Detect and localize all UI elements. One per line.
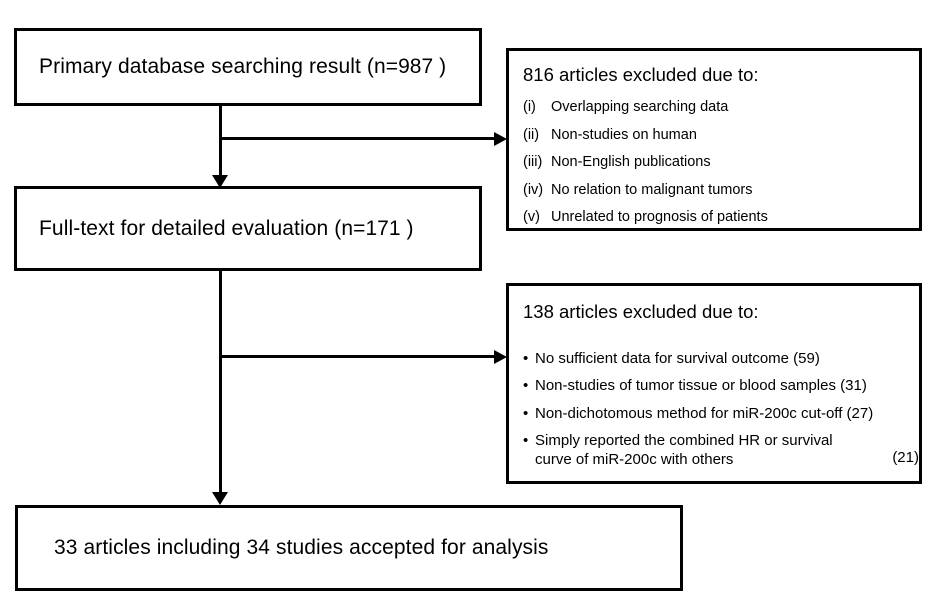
list-marker: (iv) [523, 181, 544, 198]
exclusion-first-inner: 816 articles excluded due to: (i) Overla… [509, 51, 919, 228]
bullet-icon: • [523, 404, 529, 422]
list-item: (iv) No relation to malignant tumors [523, 181, 919, 200]
arrow-down-icon-to-fulltext [212, 175, 228, 188]
list-text-line-1: Simply reported the combined HR or survi… [535, 431, 833, 449]
list-text: Unrelated to prognosis of patients [551, 209, 768, 226]
exclusion-first-list: (i) Overlapping searching data (ii) Non-… [523, 98, 919, 227]
exclusion-first-title: 816 articles excluded due to: [523, 64, 759, 85]
list-item: (i) Overlapping searching data [523, 98, 919, 117]
list-marker: (ii) [523, 126, 540, 143]
list-item: (v) Unrelated to prognosis of patients [523, 208, 919, 227]
stage-primary-count: 987 [398, 55, 434, 79]
connector-primary-to-fulltext-line [219, 106, 222, 180]
list-text-line-2: curve of miR-200c with others [535, 450, 734, 468]
exclusion-second-list: • No sufficient data for survival outcom… [523, 349, 919, 469]
arrow-down-icon-to-accepted [212, 492, 228, 505]
stage-fulltext-label: Full-text for detailed evaluation (n= [39, 216, 366, 240]
list-item: • No sufficient data for survival outcom… [523, 349, 919, 368]
list-item: (ii) Non-studies on human [523, 126, 919, 145]
exclusion-box-first: 816 articles excluded due to: (i) Overla… [506, 48, 922, 231]
bullet-icon: • [523, 377, 529, 395]
exclusion-second-inner: 138 articles excluded due to: • No suffi… [509, 286, 919, 481]
connector-fulltext-to-exclusion-second-line [219, 355, 497, 358]
stage-fulltext-suffix: ) [400, 216, 414, 240]
list-item: • Simply reported the combined HR or sur… [523, 431, 919, 469]
stage-primary-suffix: ) [433, 55, 447, 79]
stage-fulltext-text: Full-text for detailed evaluation (n=171… [17, 216, 414, 241]
list-item: • Non-studies of tumor tissue or blood s… [523, 376, 919, 395]
list-marker: (v) [523, 209, 540, 226]
stage-primary-label: Primary database searching result (n= [39, 55, 399, 79]
list-text: Non-dichotomous method for miR-200c cut-… [535, 404, 874, 422]
stage-accepted-label: 33 articles including 34 studies accepte… [54, 536, 549, 560]
list-text: Overlapping searching data [551, 99, 729, 116]
list-marker: (iii) [523, 154, 543, 171]
list-text: No relation to malignant tumors [551, 181, 753, 198]
list-marker: (i) [523, 99, 536, 116]
bullet-icon: • [523, 350, 529, 368]
bullet-icon: • [523, 431, 529, 449]
stage-box-fulltext-evaluation: Full-text for detailed evaluation (n=171… [14, 186, 482, 271]
arrow-right-icon-to-exclusion-first [494, 131, 507, 146]
stage-fulltext-count: 171 [365, 216, 401, 240]
arrow-right-icon-to-exclusion-second [494, 349, 507, 364]
list-text: Non-English publications [551, 154, 711, 171]
connector-primary-to-exclusion-first-line [219, 137, 497, 140]
stage-primary-text: Primary database searching result (n=987… [17, 54, 446, 79]
list-text: Non-studies of tumor tissue or blood sam… [535, 377, 867, 395]
list-item: • Non-dichotomous method for miR-200c cu… [523, 404, 919, 423]
stage-box-primary-search: Primary database searching result (n=987… [14, 28, 482, 106]
exclusion-second-title: 138 articles excluded due to: [523, 301, 759, 322]
list-text-multiline: Simply reported the combined HR or survi… [535, 431, 886, 469]
connector-fulltext-to-accepted-line [219, 271, 222, 494]
list-item: (iii) Non-English publications [523, 153, 919, 172]
exclusion-box-second: 138 articles excluded due to: • No suffi… [506, 283, 922, 484]
list-item-count: (21) [892, 448, 919, 466]
stage-box-accepted-for-analysis: 33 articles including 34 studies accepte… [15, 505, 683, 591]
list-text: Non-studies on human [551, 126, 697, 143]
list-text: No sufficient data for survival outcome … [535, 350, 820, 368]
